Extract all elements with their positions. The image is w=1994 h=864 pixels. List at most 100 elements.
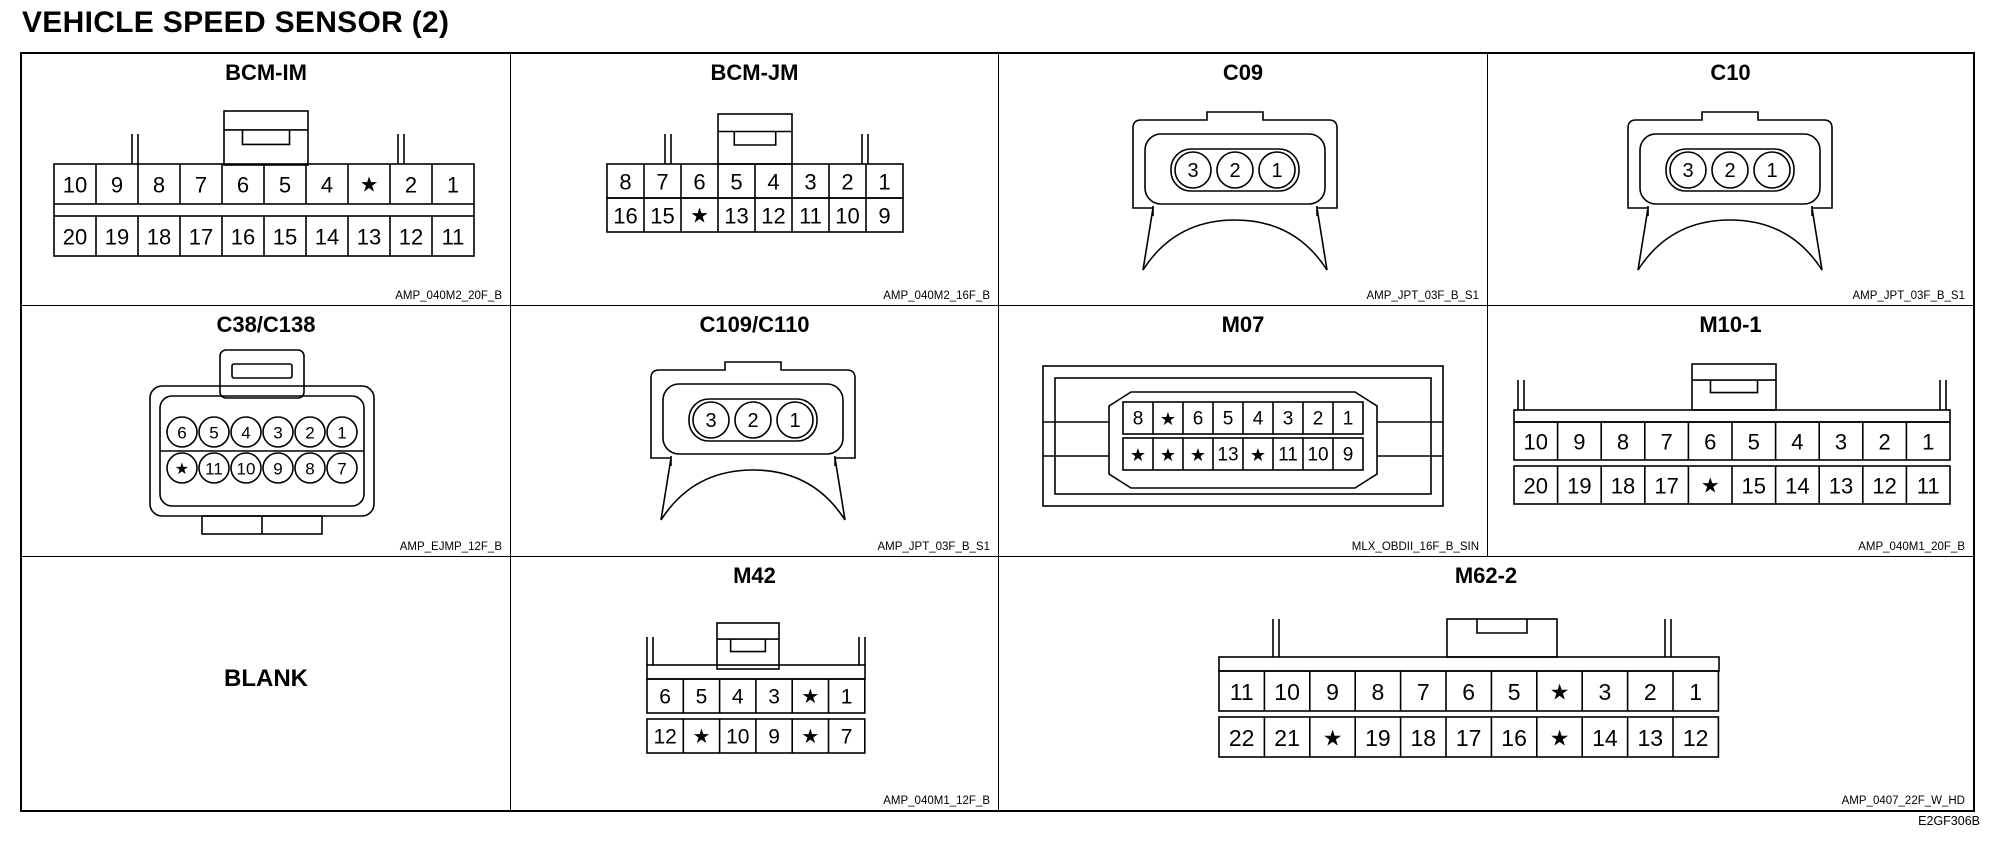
pin-label: 2 <box>1878 430 1890 455</box>
pin-label: 12 <box>1683 725 1709 751</box>
unused-pin-label: ★ <box>1130 445 1146 465</box>
pin-block <box>1170 148 1300 192</box>
pin-cavity <box>294 416 326 448</box>
latch-outline <box>1446 618 1558 658</box>
pin-label: 12 <box>1872 474 1896 499</box>
obd-shell <box>1108 391 1378 489</box>
pin-label: 13 <box>1217 445 1238 466</box>
pin-label: 3 <box>1835 430 1847 455</box>
connector-name: C09 <box>1222 60 1264 85</box>
pin-label: 16 <box>231 225 255 250</box>
connector-name: M42 <box>733 563 776 588</box>
pin-cavity <box>262 416 294 448</box>
inner-cavity <box>1054 377 1432 495</box>
pin-label: 5 <box>1223 409 1234 430</box>
connector-cell-blank: BLANK <box>22 557 511 810</box>
pin-label: 20 <box>63 225 87 250</box>
pin-label: 22 <box>1229 725 1255 751</box>
unused-pin-label: ★ <box>1160 445 1176 465</box>
pin-label: 4 <box>1253 409 1264 430</box>
pin-label: 7 <box>656 170 668 195</box>
latch-outline <box>223 110 309 166</box>
pin-cavity <box>1258 151 1296 189</box>
pin-label: 16 <box>1501 725 1527 751</box>
pin-label: 6 <box>177 424 186 443</box>
pin-label: 15 <box>1742 474 1766 499</box>
pin-label: 11 <box>799 204 822 229</box>
latch-outline <box>219 349 305 399</box>
latch-tab <box>241 129 291 146</box>
connector-code: AMP_040M1_12F_B <box>883 795 990 807</box>
pin-label: 6 <box>659 686 671 709</box>
pin-label: 3 <box>273 424 282 443</box>
pin-label: 10 <box>835 204 859 229</box>
pin-cavity <box>230 452 262 484</box>
latch-outline <box>1691 363 1777 411</box>
pin-label: 10 <box>237 460 256 479</box>
connector-code: AMP_040M2_20F_B <box>395 290 502 302</box>
pin-label: 12 <box>761 204 785 229</box>
connector-code: AMP_JPT_03F_B_S1 <box>1852 290 1965 302</box>
pin-cavity <box>776 401 814 439</box>
housing-outline <box>1218 656 1720 672</box>
pin-label: 13 <box>1829 474 1853 499</box>
pin-label: 14 <box>315 225 339 250</box>
pin-label: 7 <box>841 726 853 749</box>
pin-label: 11 <box>1230 679 1254 705</box>
pin-label: 9 <box>878 204 890 229</box>
pin-label: 17 <box>189 225 213 250</box>
pin-label: 19 <box>1365 725 1391 751</box>
latch-tab <box>231 363 293 379</box>
pin-label: 1 <box>337 424 346 443</box>
pin-label: 4 <box>241 424 250 443</box>
pin-cavity <box>1174 151 1212 189</box>
pin-label: 7 <box>1417 679 1430 705</box>
connector-code: AMP_0407_22F_W_HD <box>1841 795 1965 807</box>
pin-label: 8 <box>153 173 165 198</box>
pin-label: 14 <box>1592 725 1618 751</box>
pin-cavity <box>294 452 326 484</box>
pin-cavity <box>326 416 358 448</box>
inner-cavity <box>1639 133 1821 205</box>
pin-cavity <box>198 452 230 484</box>
pin-label: 12 <box>653 726 676 749</box>
pin-label: 1 <box>447 173 459 198</box>
pin-label: 1 <box>1766 160 1777 182</box>
housing-outline <box>1513 409 1951 423</box>
pin-label: 11 <box>1278 445 1298 466</box>
pin-label: 7 <box>1660 430 1672 455</box>
pin-label: 2 <box>1724 160 1735 182</box>
latch-outline <box>716 622 780 670</box>
connector-name: C38/C138 <box>216 312 316 337</box>
pin-label: 16 <box>613 204 637 229</box>
connector-code: AMP_040M2_16F_B <box>883 290 990 302</box>
pin-label: 5 <box>1508 679 1521 705</box>
unused-pin-label: ★ <box>1323 726 1343 751</box>
unused-pin-label: ★ <box>1701 475 1720 498</box>
pin-label: 2 <box>405 173 417 198</box>
pin-label: 9 <box>1326 679 1339 705</box>
pin-label: 5 <box>279 173 291 198</box>
pin-label: 1 <box>1271 160 1282 182</box>
pin-cavity <box>326 452 358 484</box>
pin-label: 1 <box>1922 430 1934 455</box>
pin-label: 4 <box>1791 430 1803 455</box>
pin-row-outline <box>1218 670 1720 712</box>
pin-label: 2 <box>1229 160 1240 182</box>
connector-name: M07 <box>1221 312 1265 337</box>
pin-cavity <box>1711 151 1749 189</box>
pin-label: 8 <box>1617 430 1629 455</box>
pin-label: 4 <box>732 686 744 709</box>
pin-cavity <box>166 416 198 448</box>
pin-label: 5 <box>1748 430 1760 455</box>
housing-outline <box>1627 111 1833 271</box>
housing-outline <box>1042 365 1444 507</box>
